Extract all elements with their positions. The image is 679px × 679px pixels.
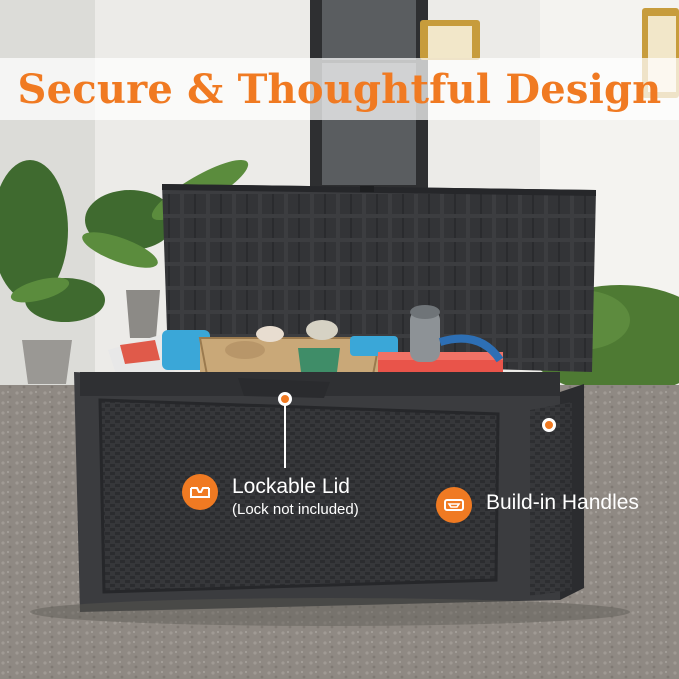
callout-lockable-lid: Lockable Lid (Lock not included) xyxy=(182,474,359,520)
lid-callout-subtitle: (Lock not included) xyxy=(232,501,359,518)
handle-icon xyxy=(436,487,472,523)
callout-handles: Build-in Handles xyxy=(436,487,639,523)
headline-banner: Secure & Thoughtful Design xyxy=(0,58,679,120)
lid-pointer-dot xyxy=(278,392,292,406)
headline-title: Secure & Thoughtful Design xyxy=(17,65,662,113)
lid-icon xyxy=(182,474,218,510)
lid-pointer-line xyxy=(284,404,286,468)
handle-pointer-dot xyxy=(542,418,556,432)
handles-callout-title: Build-in Handles xyxy=(486,491,639,514)
lid-callout-title: Lockable Lid xyxy=(232,475,350,498)
